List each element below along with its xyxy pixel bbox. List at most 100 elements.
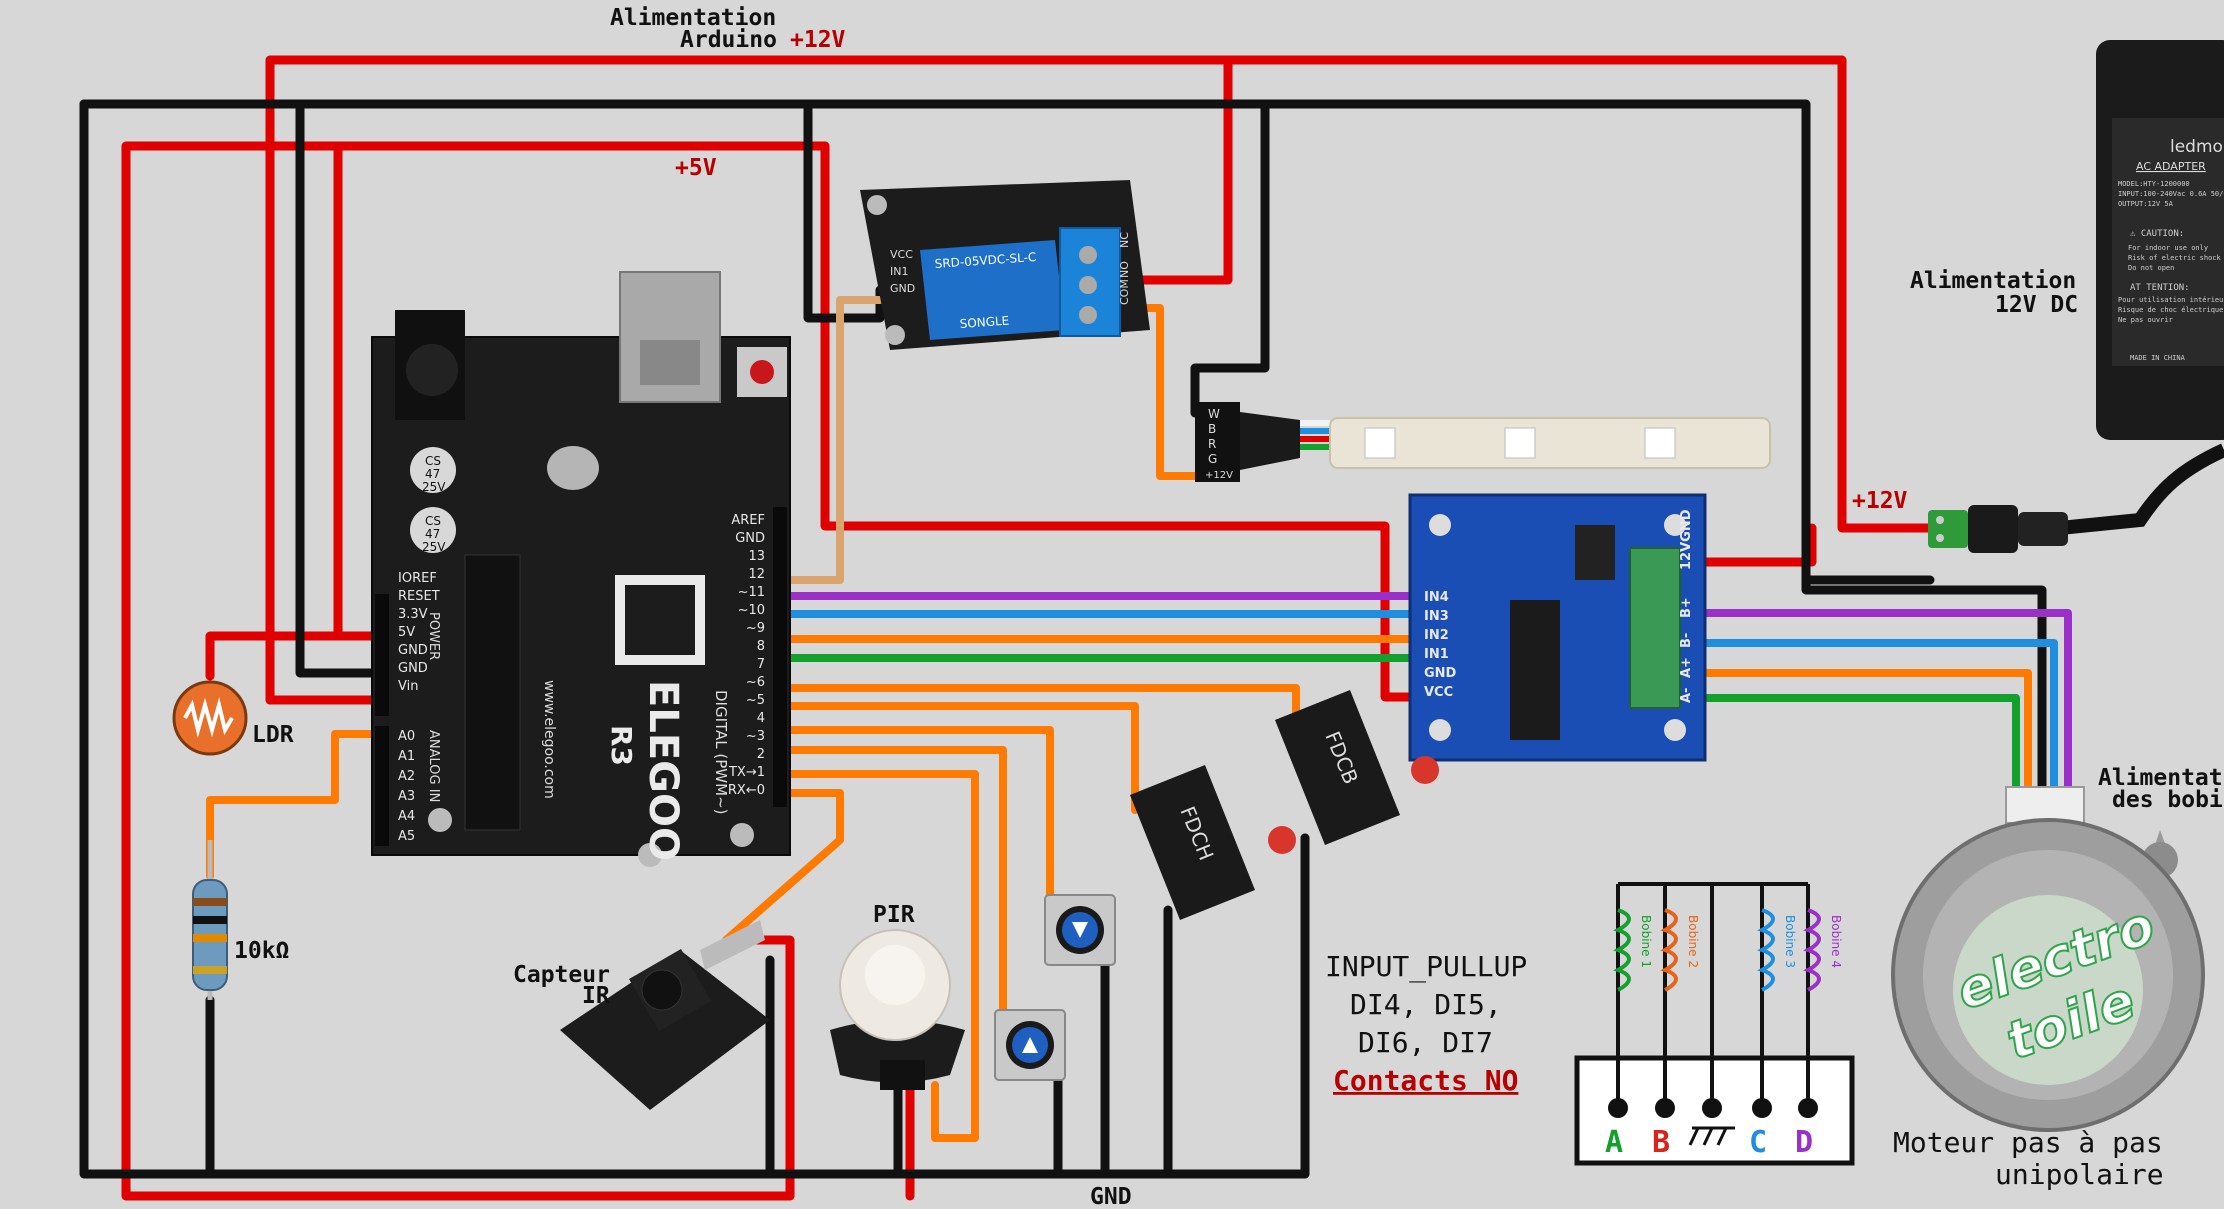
coil-4 xyxy=(1803,908,1821,992)
ir-receiver xyxy=(560,920,770,1110)
driver-right-pin-label: A+ xyxy=(1679,657,1694,678)
cap1-line1: CS xyxy=(425,454,441,468)
label-capteur-2: IR xyxy=(582,983,610,1009)
wire-relay-strip xyxy=(1136,304,1219,480)
adapter-title: AC ADAPTER xyxy=(2136,160,2206,173)
digital-pin-label: 12 xyxy=(748,567,765,582)
svg-text:Risk of electric shock: Risk of electric shock xyxy=(2128,254,2222,262)
arduino-board: CS 47 25V CS 47 25V ELEGOO R3 www.elegoo… xyxy=(371,271,791,867)
digital-pin-label: AREF xyxy=(731,513,765,528)
label-capteur-1: Capteur xyxy=(513,962,610,988)
wire-a-plus xyxy=(1696,669,2032,819)
wire-di4 xyxy=(774,746,1007,1014)
ground-icon xyxy=(1688,1126,1735,1146)
coil-3-name: Bobine 3 xyxy=(1783,915,1797,968)
digital-pin-label: ~5 xyxy=(746,693,765,708)
arduino-digital-header: DIGITAL (PWM~) xyxy=(712,690,730,815)
wire-di6 xyxy=(774,702,1139,814)
label-alim-bobines-2: des bobines xyxy=(2112,787,2224,813)
wire-b-plus xyxy=(1696,609,2072,819)
power-pin-label: 5V xyxy=(398,625,415,640)
label-alim-12v-2: 12V DC xyxy=(1995,292,2078,318)
analog-pin-label: A5 xyxy=(398,829,415,844)
driver-left-pin-label: IN3 xyxy=(1424,609,1449,624)
digital-pin-label: ~11 xyxy=(738,585,765,600)
strip-pin-w: W xyxy=(1208,407,1220,421)
coil-letter-a: A xyxy=(1605,1125,1623,1160)
label-12v-right: +12V xyxy=(1852,488,1908,514)
relay-pin-nc: NC xyxy=(1118,232,1131,248)
wire-di2 xyxy=(722,789,844,944)
svg-text:MODEL:HTY-1200000: MODEL:HTY-1200000 xyxy=(2118,180,2190,188)
wire-12v-driver xyxy=(1695,523,1817,567)
svg-text:OUTPUT:12V 5A: OUTPUT:12V 5A xyxy=(2118,200,2174,208)
adapter-brand: ledmo® xyxy=(2170,137,2224,157)
strip-pin-r: R xyxy=(1208,437,1216,451)
wire-gnd-arduino xyxy=(295,99,390,678)
svg-text:MADE IN CHINA: MADE IN CHINA xyxy=(2130,354,2186,362)
ac-adapter: ledmo® AC ADAPTER MODEL:HTY-1200000 INPU… xyxy=(2059,40,2224,535)
digital-pin-label: 13 xyxy=(748,549,765,564)
coil-2 xyxy=(1660,908,1678,992)
resistor xyxy=(192,840,228,1000)
digital-pin-label: ~3 xyxy=(746,729,765,744)
arduino-model: R3 xyxy=(605,725,638,766)
push-button-down xyxy=(1044,894,1116,966)
driver-right-pin-label: B- xyxy=(1679,633,1694,648)
digital-pin-label: ~10 xyxy=(738,603,765,618)
cap2-line1: CS xyxy=(425,514,441,528)
wire-gnd-top xyxy=(79,99,1935,585)
wire-5v-relay xyxy=(820,141,1425,702)
svg-text:AT TENTION:: AT TENTION: xyxy=(2130,283,2190,293)
wire-di3 xyxy=(774,770,979,1142)
relay-brand: SONGLE xyxy=(959,314,1009,331)
analog-pin-label: A0 xyxy=(398,729,415,744)
relay-pin-in1: IN1 xyxy=(890,265,908,278)
digital-pin-label: 8 xyxy=(757,639,765,654)
driver-left-pin-label: IN2 xyxy=(1424,628,1449,643)
digital-pin-label: 2 xyxy=(757,747,765,762)
labels: Alimentation Arduino +12V +5V Alimentati… xyxy=(234,5,2224,1209)
wire-a-minus xyxy=(1696,694,2020,819)
wire-b-minus xyxy=(1696,639,2058,819)
wire-relay-in xyxy=(774,296,884,584)
wire-a0 xyxy=(206,730,389,880)
strip-pin-12v: +12V xyxy=(1205,470,1233,481)
strip-pin-g: G xyxy=(1208,452,1217,466)
svg-text:For indoor use only: For indoor use only xyxy=(2128,244,2208,252)
power-pin-label: 3.3V xyxy=(398,607,428,622)
analog-pin-label: A4 xyxy=(398,809,415,824)
label-input-pullup-3: DI6, DI7 xyxy=(1358,1026,1493,1059)
label-alim-arduino-2: Arduino xyxy=(680,27,777,53)
analog-pin-label: A3 xyxy=(398,789,415,804)
label-gnd: GND xyxy=(1090,1184,1132,1209)
label-moteur-2: unipolaire xyxy=(1995,1158,2164,1191)
coil-letter-b: B xyxy=(1652,1125,1670,1160)
wire-gnd-driver xyxy=(1801,575,2047,820)
arduino-analog-header: ANALOG IN xyxy=(426,730,441,802)
coil-3 xyxy=(1757,908,1775,992)
power-pin-label: GND xyxy=(398,643,428,658)
wire-di5 xyxy=(774,726,1054,899)
label-alim-12v-1: Alimentation xyxy=(1910,268,2076,294)
analog-pin-label: A2 xyxy=(398,769,415,784)
label-resistor: 10kΩ xyxy=(234,938,289,964)
digital-pin-label: ~9 xyxy=(746,621,765,636)
analog-pin-label: A1 xyxy=(398,749,415,764)
adapter-label-lines: MODEL:HTY-1200000 INPUT:100-240Vac 0.6A … xyxy=(2118,180,2224,362)
wire-12v-top xyxy=(265,55,1935,705)
coil-1-name: Bobine 1 xyxy=(1639,915,1653,968)
driver-left-pin-label: VCC xyxy=(1424,685,1453,700)
pir-sensor xyxy=(830,929,965,1090)
coil-4-name: Bobine 4 xyxy=(1829,915,1843,968)
led-strip: W B R G +12V xyxy=(1195,402,1771,482)
stepper-motor: electro toile xyxy=(1891,786,2205,1132)
dc-jack xyxy=(1928,505,2068,553)
label-alim-bobines-1: Alimentation xyxy=(2098,765,2224,791)
